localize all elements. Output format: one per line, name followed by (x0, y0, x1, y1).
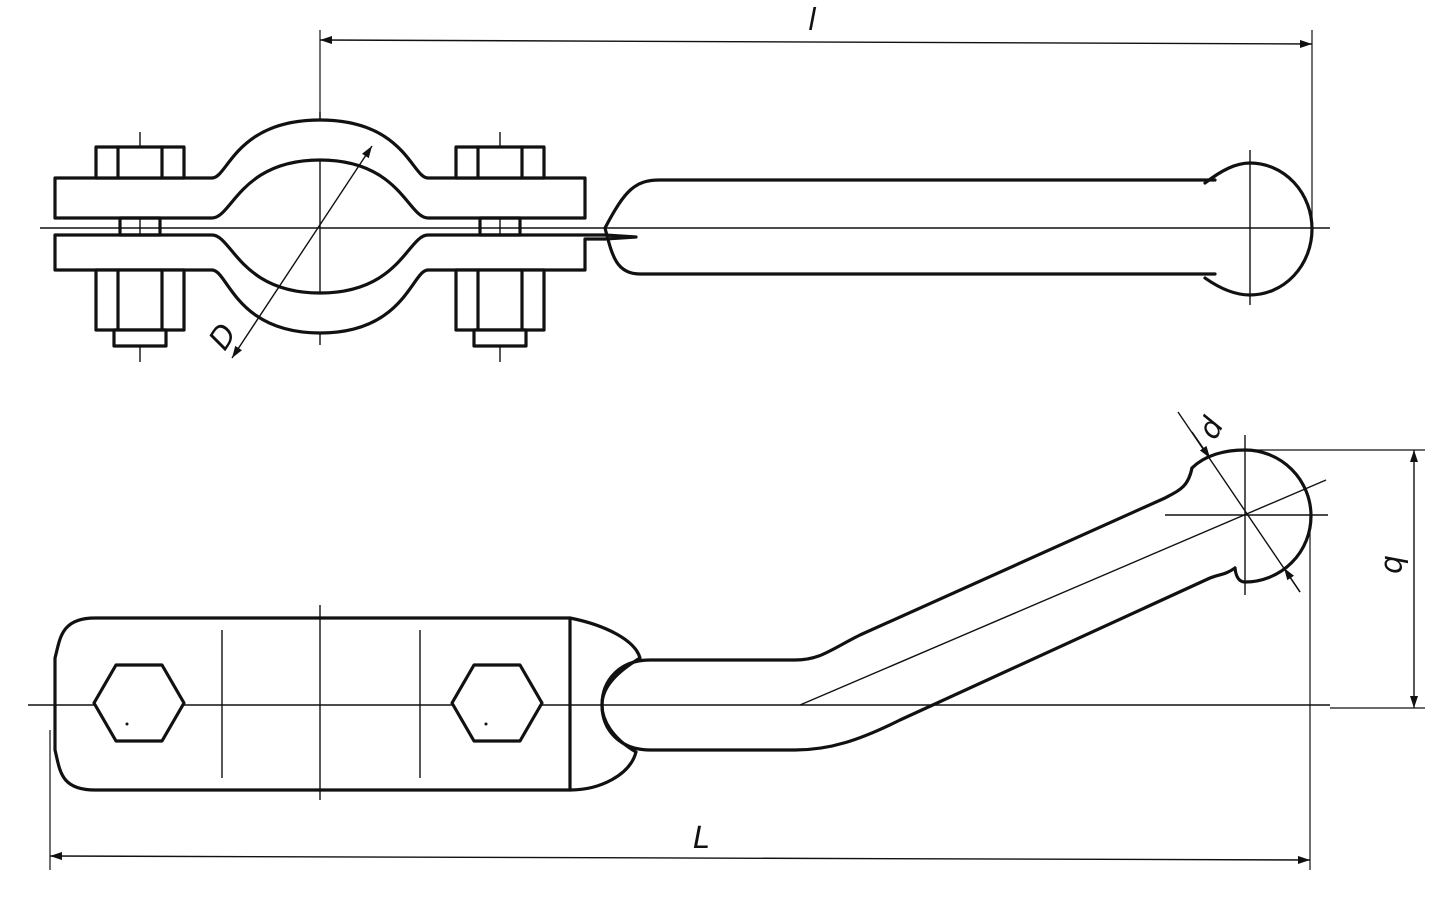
top-view: D l (40, 3, 1330, 362)
dim-d-arrow-bottom (1283, 567, 1301, 593)
arm (603, 178, 1217, 276)
dim-D-line (231, 145, 373, 359)
dim-L-line (49, 852, 1311, 864)
right-nut (454, 268, 546, 348)
ball-end (1203, 161, 1314, 297)
dim-l-label: l (808, 3, 817, 38)
left-bolt-head (94, 145, 186, 180)
dim-l-line (319, 36, 1313, 48)
right-hex-nut (450, 663, 544, 743)
left-nut (94, 268, 186, 348)
right-bolt-head (454, 145, 546, 180)
arm-axis-line (799, 479, 1327, 706)
bent-arm-lower-edge (600, 566, 1237, 752)
ball-end-bottom (1190, 448, 1313, 584)
clamp-plate (53, 616, 642, 792)
right-bolt-shank (478, 216, 522, 237)
left-bolt-shank (118, 216, 162, 237)
dim-d-arrow-top (1191, 431, 1211, 459)
left-hex-nut (92, 663, 186, 743)
bent-arm (600, 466, 1194, 707)
dim-b-label: b (1377, 555, 1412, 574)
bottom-view: d b L (28, 411, 1425, 870)
dim-L-label: L (693, 821, 710, 856)
dim-D-label: D (202, 318, 244, 357)
